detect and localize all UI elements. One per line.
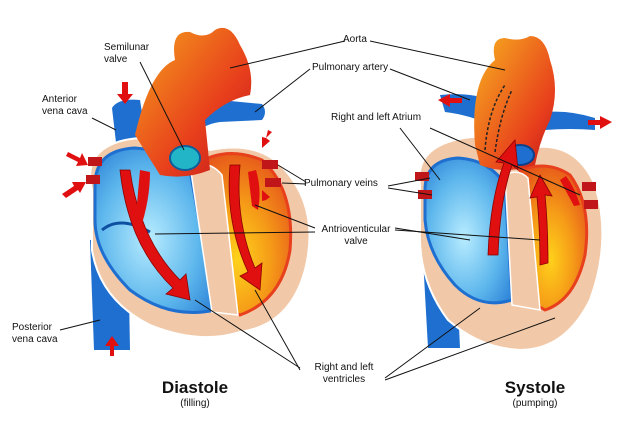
label-posterior-vena-cava-line1: Posterior — [12, 322, 53, 333]
leader-anterior-vena-cava — [91, 117, 117, 131]
leader-aorta-left — [229, 40, 346, 69]
flow-arrow-left-ventricle — [228, 164, 263, 291]
outflow-arrow-right-ventricle — [487, 139, 519, 256]
leader-atrium-1 — [399, 127, 441, 181]
semilunar-valve-left — [169, 145, 201, 171]
pulmonary-vein-stub-2 — [265, 178, 281, 187]
leader-aorta-right — [369, 40, 506, 71]
leader-pv-4 — [387, 187, 433, 196]
label-ventricles-line2: ventricles — [322, 374, 366, 385]
external-arrow-left — [438, 94, 462, 107]
label-anterior-vena-cava: Anterior vena cava — [42, 94, 88, 118]
pulmonary-vein-stub-r4 — [584, 200, 598, 209]
leader-ventricles-1 — [194, 299, 301, 369]
inflow-arrow-4 — [105, 336, 119, 356]
leader-posterior-vena-cava — [59, 319, 101, 331]
diastole-subtitle: (filling) — [180, 398, 210, 409]
inflow-arrow-3 — [62, 182, 86, 198]
leader-pa-left — [254, 68, 311, 113]
label-posterior-vena-cava-line2: vena cava — [12, 334, 58, 345]
label-av-valve: Antrioventicular valve — [314, 224, 398, 248]
systole-subtitle: (pumping) — [512, 398, 558, 409]
label-ventricles-line1: Right and left — [314, 362, 374, 373]
diastole-heart — [62, 27, 311, 356]
leader-ventricles-2 — [254, 289, 301, 371]
label-semilunar-valve-line1: Semilunar — [104, 42, 150, 53]
outflow-arrow-left-ventricle — [529, 174, 553, 266]
leader-ventricles-3 — [384, 307, 481, 379]
leader-pa-right — [389, 68, 471, 101]
label-av-valve-line1: Antrioventicular — [321, 224, 391, 235]
label-aorta: Aorta — [343, 34, 367, 45]
pulmonary-vein-stub-r2 — [418, 190, 432, 199]
vein-stub-4 — [86, 175, 100, 184]
leader-av-1 — [154, 231, 316, 235]
pulmonary-vein-stub-r1 — [415, 172, 429, 181]
leader-ventricles-4 — [384, 317, 556, 381]
label-anterior-vena-cava-line1: Anterior — [42, 94, 78, 105]
pulmonary-artery-right-2 — [545, 111, 595, 130]
flow-arrow-left-ventricle-2 — [248, 170, 260, 210]
diastole-title: Diastole — [161, 378, 229, 397]
pulmonary-vein-stub-1 — [262, 160, 278, 169]
aorta-left — [135, 27, 252, 177]
leader-av-4 — [394, 229, 541, 241]
inflow-arrow-6 — [262, 190, 272, 206]
aorta-dashed-flow-2 — [494, 89, 513, 153]
label-semilunar-valve: Semilunar valve — [104, 42, 149, 66]
label-pulmonary-veins: Pulmonary veins — [304, 178, 378, 189]
leader-pv-3 — [387, 177, 431, 187]
label-posterior-vena-cava: Posterior vena cava — [12, 322, 58, 346]
leader-av-2 — [254, 204, 316, 229]
aorta-dashed-flow — [484, 84, 506, 151]
leader-semilunar — [139, 61, 185, 151]
systole-heart — [415, 36, 612, 352]
label-ventricles: Right and left ventricles — [300, 362, 388, 386]
systole-title: Systole — [504, 378, 566, 397]
leader-av-3 — [394, 227, 471, 241]
inflow-arrow-1 — [117, 82, 133, 104]
label-semilunar-valve-line2: valve — [104, 54, 128, 65]
label-anterior-vena-cava-line2: vena cava — [42, 106, 88, 117]
label-pulmonary-artery: Pulmonary artery — [312, 62, 389, 73]
label-right-left-atrium: Right and left Atrium — [331, 112, 422, 123]
aorta-right — [474, 36, 555, 170]
pulmonary-vein-stub-r3 — [582, 182, 596, 191]
leader-atrium-2 — [429, 127, 581, 196]
inflow-arrow-5 — [262, 130, 272, 148]
external-arrow-right — [588, 116, 612, 129]
leader-pv-1 — [277, 164, 307, 183]
inflow-arrow-2 — [66, 152, 88, 166]
leader-pv-2 — [281, 182, 307, 185]
label-av-valve-line2: valve — [344, 236, 368, 247]
vein-stub-3 — [88, 157, 102, 166]
leader-lines — [59, 40, 581, 381]
flow-arrow-right-ventricle-2 — [135, 170, 150, 230]
